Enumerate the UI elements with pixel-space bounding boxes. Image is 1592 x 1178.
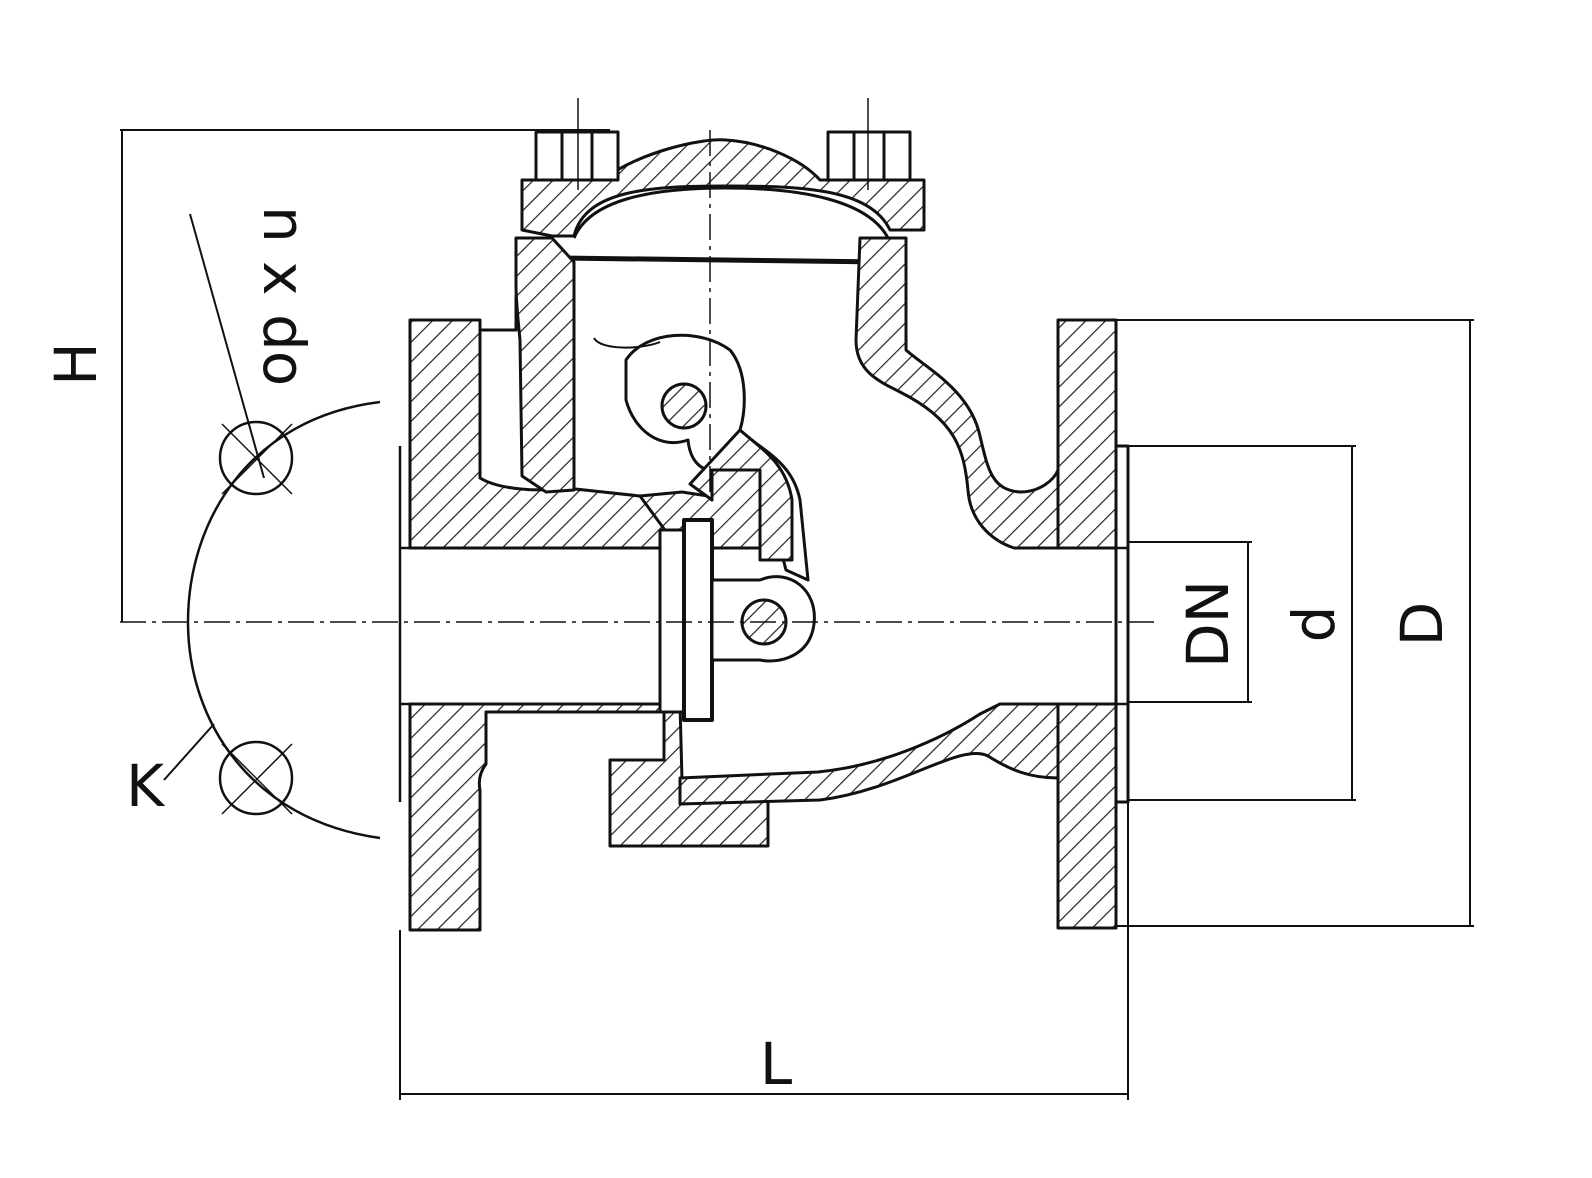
inlet-flange-lower [408, 702, 770, 932]
label-d-large: D [1388, 602, 1456, 647]
bolt-hole-lower [218, 740, 294, 816]
bolt-circle-arc [186, 400, 381, 840]
seat-ring [658, 528, 686, 714]
body-bottom-wall [678, 702, 1060, 806]
outlet-raised-face [1114, 444, 1130, 804]
label-dn: DN [1174, 580, 1242, 668]
cover-bolt-left [534, 98, 620, 190]
label-k: K [126, 752, 166, 820]
hinge-pin [660, 382, 708, 430]
k-leader [163, 723, 215, 781]
bolt-hole-upper [218, 420, 294, 496]
outlet-flange [1056, 318, 1118, 550]
label-h: H [42, 342, 110, 386]
body-right-wall [854, 236, 1060, 550]
cover-bolt-right [826, 98, 912, 190]
cover-gasket [559, 255, 885, 265]
do-leader [189, 213, 265, 479]
disc-arm [688, 428, 794, 562]
body-left-wall [514, 236, 576, 494]
bonnet-inner-dome [572, 186, 890, 239]
hinge-spring [593, 337, 661, 349]
bonnet-cover [520, 138, 926, 238]
valve-disc [682, 518, 714, 722]
label-bolt-holes: n x do [250, 206, 318, 386]
label-l: L [760, 1030, 792, 1098]
label-d-small: d [1280, 606, 1348, 643]
outlet-flange-lower [1056, 702, 1118, 930]
